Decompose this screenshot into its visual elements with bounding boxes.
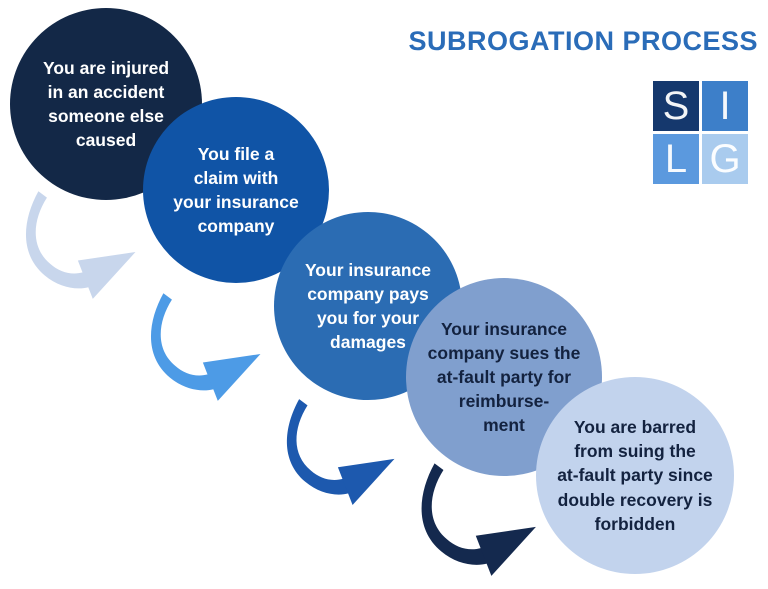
flow-arrow-1-icon: [25, 191, 136, 299]
step-circle-1: You are injured in an accident someone e…: [10, 8, 202, 200]
step-text-5: You are barred from suing the at-fault p…: [557, 417, 713, 534]
step-text-4: Your insurance company sues the at-fault…: [427, 318, 581, 436]
page-title: SUBROGATION PROCESS: [408, 26, 758, 56]
flow-arrow-4-icon: [421, 463, 536, 576]
logo-square-g: G: [702, 134, 748, 184]
step-circle-2: You file a claim with your insurance com…: [143, 97, 329, 283]
flow-arrow-2-icon: [150, 293, 261, 401]
logo-letter-g: G: [709, 137, 741, 181]
logo-letter-s: S: [662, 84, 690, 128]
step-circle-3: Your insurance company pays you for your…: [274, 212, 462, 400]
logo-square-i: I: [702, 81, 748, 131]
step-text-2: You file a claim with your insurance com…: [173, 143, 299, 237]
silg-logo: S I L G: [653, 81, 748, 184]
step-text-3: Your insurance company pays you for your…: [304, 259, 432, 353]
step-text-1: You are injured in an accident someone e…: [42, 57, 170, 151]
step-circle-5: You are barred from suing the at-fault p…: [536, 377, 734, 574]
logo-letter-i: I: [719, 84, 731, 128]
logo-square-l: L: [653, 134, 699, 184]
logo-square-s: S: [653, 81, 699, 131]
logo-letter-l: L: [664, 137, 688, 181]
flow-arrow-3-icon: [286, 399, 395, 505]
